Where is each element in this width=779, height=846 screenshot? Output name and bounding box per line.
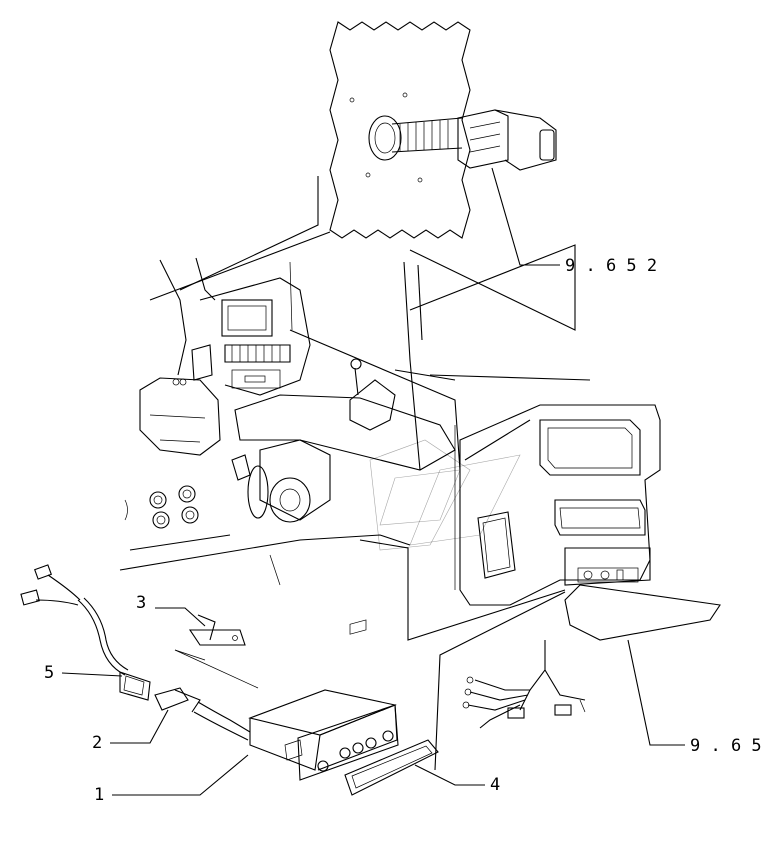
bulkhead-detail [329,21,557,239]
bracket-part-3 [174,614,259,689]
callout-3: 3 [136,593,146,613]
projection-line [434,591,566,771]
projection-line [179,176,319,291]
callout-5: 5 [44,663,54,683]
leader-5 [61,672,123,677]
connector-part-2 [154,687,251,741]
leader-965 [627,639,685,746]
callout-4: 4 [490,775,500,795]
projection-line [149,231,331,301]
cab-interior [119,257,721,641]
callout-2: 2 [92,733,102,753]
callout-1: 1 [94,785,104,805]
faceplate-part-4 [344,739,439,796]
reference-9652: 9 . 6 5 2 [565,256,657,276]
leader-2 [110,709,169,744]
projection-line [409,244,576,331]
leader-4 [414,764,485,786]
reference-965: 9 . 6 5 [690,736,762,756]
wiring-harness [20,564,151,701]
watermark-logo [369,439,521,551]
radio-unit-part-1 [248,619,399,781]
console-harness [462,640,586,729]
leader-3 [155,607,206,627]
leader-1 [112,754,249,796]
leader-9652 [491,167,560,266]
projection-line [394,369,456,381]
projection-line [359,539,566,641]
projection-line [289,329,461,471]
projection-line [429,374,591,381]
